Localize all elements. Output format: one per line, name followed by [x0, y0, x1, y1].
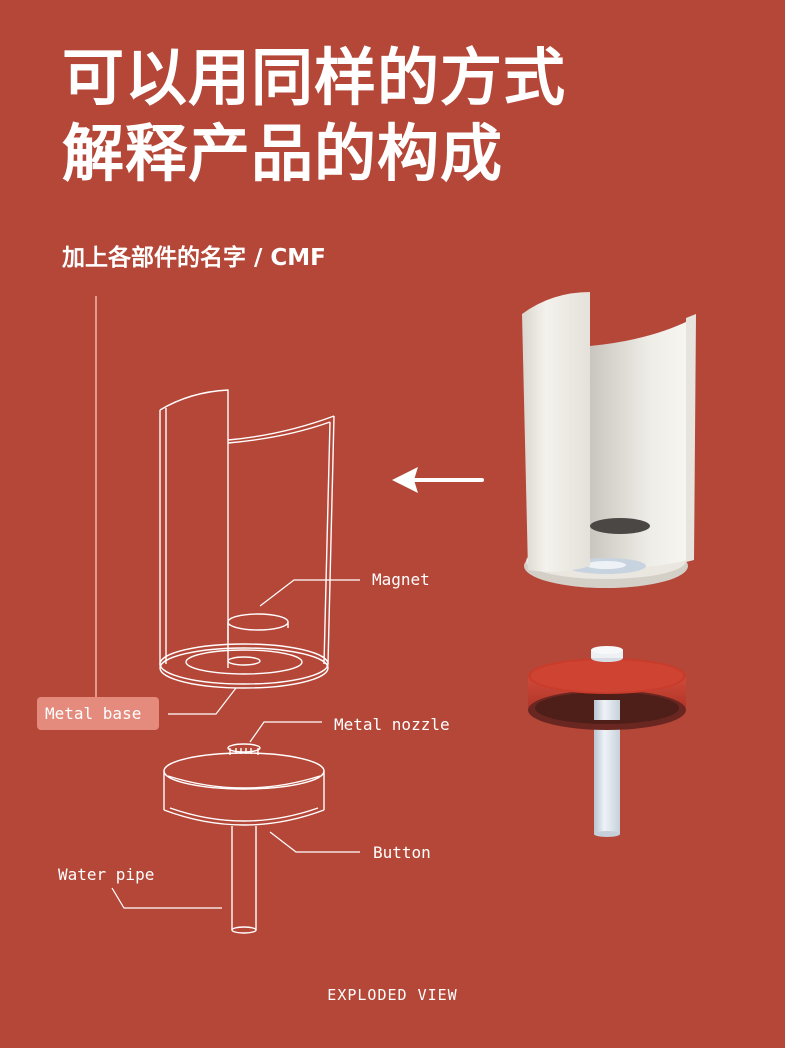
water-pipe-label: Water pipe [58, 865, 155, 884]
button-line-drawing [163, 743, 325, 934]
magnet-label: Magnet [372, 570, 430, 589]
button-render [528, 646, 686, 837]
button-leader [269, 831, 360, 853]
left-arrow-icon [392, 467, 484, 493]
shell-render [522, 292, 696, 588]
water-pipe-leader [111, 887, 222, 909]
metal-base-leader [168, 687, 237, 715]
title-line-1: 可以用同样的方式 [62, 41, 567, 114]
metal-nozzle-label: Metal nozzle [334, 715, 450, 734]
subtitle: 加上各部件的名字 / CMF [62, 245, 326, 271]
page-title: 可以用同样的方式 解释产品的构成 [62, 40, 566, 192]
magnet-leader [259, 579, 360, 607]
button-label: Button [373, 843, 431, 862]
title-line-2: 解释产品的构成 [62, 117, 504, 190]
footer-caption: EXPLODED VIEW [327, 986, 458, 1004]
shell-line-drawing [159, 389, 335, 689]
metal-base-highlight [37, 697, 159, 730]
metal-base-label: Metal base [45, 704, 142, 723]
metal-nozzle-leader [249, 721, 322, 743]
leader-lines [111, 579, 360, 909]
